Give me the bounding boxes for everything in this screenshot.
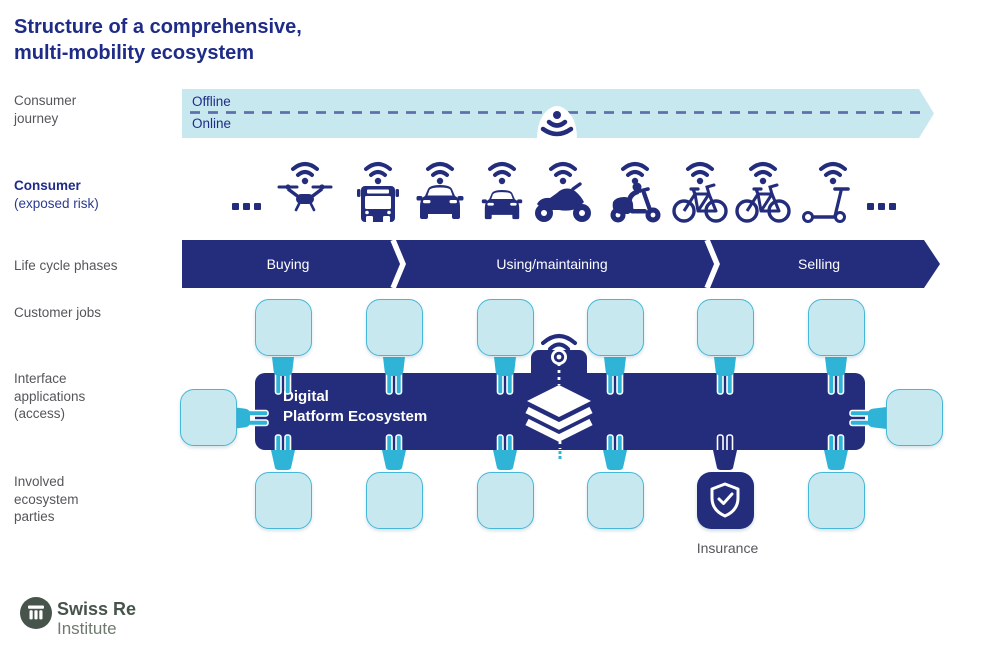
motorcycle-icon [535, 162, 591, 222]
ellipsis-icon [232, 203, 261, 210]
plug-icon [714, 357, 736, 395]
title-line1: Structure of a comprehensive, [14, 16, 302, 38]
plug-icon [824, 434, 848, 470]
plug-icon [494, 357, 516, 395]
ecosystem-party-node [366, 472, 423, 529]
life-cycle-band: Buying Using/maintaining Selling [182, 240, 940, 288]
plug-icon [825, 357, 847, 395]
plug-icon [603, 434, 627, 470]
ecosystem-party-node [808, 472, 865, 529]
swiss-re-logo [20, 597, 52, 629]
label-customer-jobs: Customer jobs [14, 305, 102, 320]
page-title: Structure of a comprehensive, multi-mobi… [14, 14, 302, 66]
plug-icon [604, 357, 626, 395]
customer-job-node [697, 299, 754, 356]
label-consumer-journey: Consumer journey [14, 93, 77, 126]
dotted-link-icon [558, 441, 562, 459]
car-icon [416, 162, 464, 219]
label-life-cycle-phases: Life cycle phases [14, 258, 118, 273]
label-exposed-risk: (exposed risk) [14, 196, 99, 211]
insurance-plug-icon [713, 434, 737, 470]
insurance-node [697, 472, 754, 529]
chevron-separator-icon [390, 240, 410, 288]
customer-job-node [808, 299, 865, 356]
online-label: Online [192, 116, 232, 131]
label-involved-parties: Involved ecosystem parties [14, 474, 79, 524]
customer-job-node [366, 299, 423, 356]
phase-buying: Buying [266, 256, 310, 272]
interface-application-node [886, 389, 943, 446]
compact-car-icon [481, 162, 523, 220]
plug-icon [382, 434, 406, 470]
customer-job-node [477, 299, 534, 356]
interface-application-node [180, 389, 237, 446]
shield-check-icon [710, 482, 740, 518]
customer-job-node [587, 299, 644, 356]
ecosystem-party-node [587, 472, 644, 529]
ellipsis-icon [867, 203, 896, 210]
chevron-separator-icon [704, 240, 724, 288]
ecosystem-party-node [477, 472, 534, 529]
brand-sub-name: Institute [57, 619, 117, 638]
stacked-layers-icon [525, 385, 593, 442]
plug-icon [272, 357, 294, 395]
customer-job-node [255, 299, 312, 356]
brand-name: Swiss Re [57, 599, 137, 619]
label-consumer: Consumer [14, 178, 81, 193]
signal-beacon-icon [537, 106, 577, 139]
ecosystem-party-node [255, 472, 312, 529]
platform-label: Digital Platform Ecosystem [283, 387, 427, 427]
drone-icon [277, 162, 333, 212]
platform-label-line1: Digital [283, 388, 329, 405]
phase-selling: Selling [797, 256, 841, 272]
bicycle-icon [672, 162, 728, 223]
plug-icon [383, 357, 405, 395]
offline-label: Offline [192, 94, 231, 109]
bus-icon [357, 162, 399, 223]
plug-icon [271, 434, 295, 470]
insurance-label: Insurance [696, 540, 759, 556]
moped-icon [610, 162, 661, 223]
dotted-link-icon [557, 363, 561, 385]
label-interface-applications: Interface applications (access) [14, 371, 86, 421]
phase-using-maintaining: Using/maintaining [496, 256, 608, 272]
platform-label-line2: Platform Ecosystem [283, 408, 428, 425]
kick-scooter-icon [802, 162, 850, 223]
plug-icon [849, 407, 887, 429]
title-line2: multi-mobility ecosystem [14, 42, 255, 64]
bicycle-icon [735, 162, 791, 223]
plug-icon [493, 434, 517, 470]
wifi-beacon-icon [541, 334, 577, 365]
